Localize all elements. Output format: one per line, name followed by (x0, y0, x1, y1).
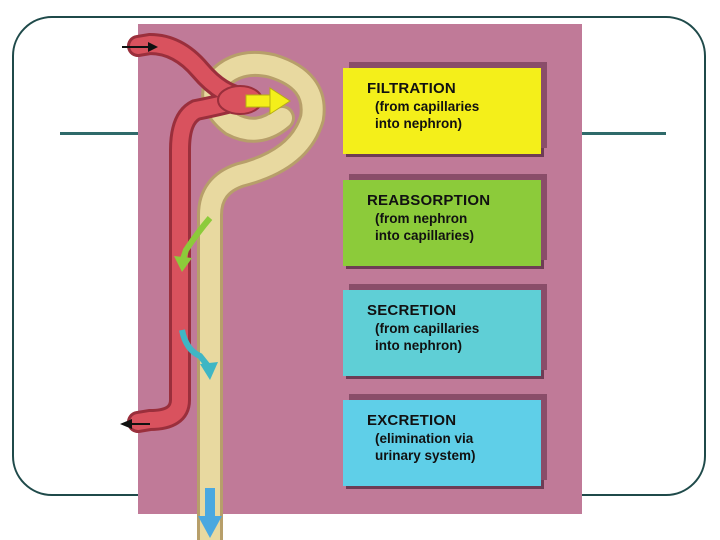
slide-rule-left (60, 132, 140, 135)
process-desc: into nephron) (375, 116, 462, 131)
process-desc: (from capillaries (375, 321, 480, 336)
process-title: SECRETION (367, 302, 457, 319)
process-desc: into capillaries) (375, 228, 475, 243)
process-title: EXCRETION (367, 412, 457, 429)
reabsorption-arrow-head (174, 256, 192, 272)
excretion-arrow-shaft (205, 488, 215, 518)
process-box-filtration: FILTRATION (from capillaries into nephro… (343, 68, 541, 154)
process-box-excretion: EXCRETION (elimination via urinary syste… (343, 400, 541, 486)
excretion-arrow-head (198, 516, 222, 538)
filtration-arrow-head (269, 87, 291, 115)
filtration-arrow-shaft (245, 94, 273, 108)
blood-out-arrowhead (120, 419, 132, 429)
process-desc: (elimination via (375, 431, 474, 446)
nephron-tubule-fill (200, 53, 323, 540)
blood-in-arrowhead (148, 42, 158, 52)
secretion-arrow (179, 329, 211, 368)
process-desc: (from nephron (375, 211, 468, 226)
process-desc: urinary system) (375, 448, 476, 463)
process-title: FILTRATION (367, 80, 456, 97)
process-title: REABSORPTION (367, 192, 491, 209)
process-desc: (from capillaries (375, 99, 480, 114)
process-desc: into nephron) (375, 338, 462, 353)
process-box-reabsorption: REABSORPTION (from nephron into capillar… (343, 180, 541, 266)
secretion-arrow-head (200, 362, 218, 380)
slide-rule-right (580, 132, 666, 135)
process-box-secretion: SECRETION (from capillaries into nephron… (343, 290, 541, 376)
reabsorption-arrow (179, 216, 213, 263)
